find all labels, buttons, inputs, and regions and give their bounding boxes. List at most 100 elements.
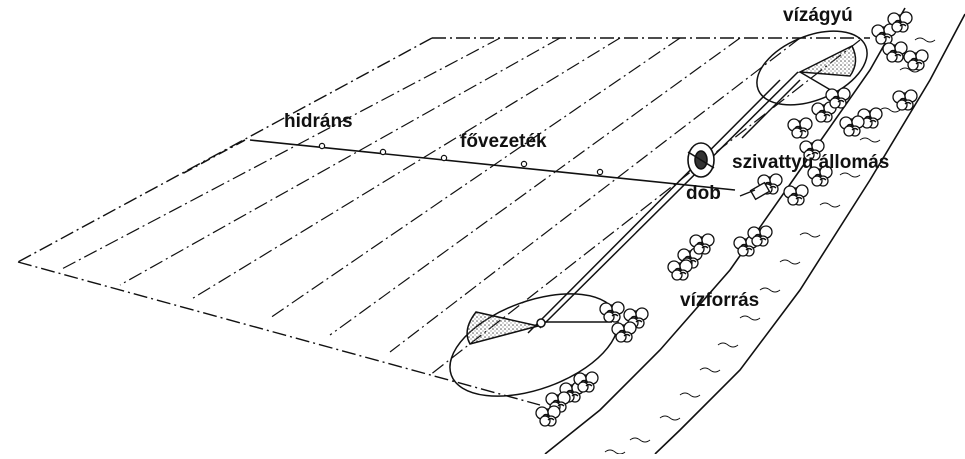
hydrant-marker [318,142,326,150]
bush-texture [806,147,819,155]
bush-texture [740,243,753,251]
bush-lobe [737,245,749,257]
bush-texture [790,192,803,200]
bush-texture [910,57,923,65]
hydrants [318,142,604,176]
bush-lobe [671,269,683,281]
bush-texture [878,31,891,39]
bush-texture [566,389,579,397]
bush-texture [832,95,845,103]
pump-station [739,181,771,201]
coverage-lower [449,293,619,397]
bush-texture [696,241,709,249]
bush-lobe [875,33,887,45]
bush [903,49,929,71]
bush [611,321,637,343]
river-ripple [759,287,781,293]
bush-lobe [751,235,763,247]
bush [535,405,561,427]
bush [882,41,908,63]
hydrant-marker [379,148,387,156]
strip-lane-line [59,37,501,271]
drum-reel [687,142,715,178]
coverage-sector-upper [797,44,857,77]
river-ripple [679,392,701,398]
strip-lanes [59,37,861,376]
label-pump-station: szivattyú állomás [732,152,890,173]
hose-line-upper [539,71,799,329]
bush-texture [864,115,877,123]
bush [667,259,693,281]
bush [747,225,773,247]
bush [825,87,851,109]
river-ripple [914,37,936,43]
main-pipe-line [249,139,736,191]
bushes [535,11,929,427]
bush-lobe [787,194,799,206]
bush-texture [794,125,807,133]
label-water-gun: vízágyú [783,5,853,26]
river-ripple [879,107,901,113]
bush-lobe [843,125,855,137]
bush-lobe [791,127,803,139]
river-ripple [899,67,921,73]
river-ripple [859,137,881,143]
bush [892,89,918,111]
strip-lane-line [119,37,561,286]
bush [599,301,625,323]
bush-lobe [907,59,919,71]
river-ripple [629,437,651,443]
pump-station-pipe [739,189,756,197]
bush-lobe [811,175,823,187]
bush [871,23,897,45]
bush-texture [542,413,555,421]
bush-texture [606,309,619,317]
bush-lobe [896,99,908,111]
bush-lobe [829,97,841,109]
label-drum: dob [686,183,721,204]
river-ripples [604,37,936,455]
bush-texture [894,19,907,27]
bush-lobe [615,331,627,343]
strip-lane-line [269,37,681,319]
gun-arm-upper [799,71,835,93]
bush [807,165,833,187]
coverage-sector-lower [466,311,539,345]
bush-texture [846,123,859,131]
bush-lobe [693,243,705,255]
bush-lobe [891,21,903,33]
river-ripple [779,259,801,265]
bush-lobe [539,415,551,427]
drum-spoke [687,151,715,169]
bush [783,184,809,206]
bush [811,101,837,123]
field-edge-bottom [17,261,541,406]
river-bank-left [544,7,906,455]
hydrant-marker [440,154,448,162]
main-pipe [179,139,736,191]
bush-texture [889,49,902,57]
bush [573,371,599,393]
bush-texture [618,329,631,337]
river-ripple [717,342,739,348]
bush [799,139,825,161]
main-pipe-left-stub [179,139,246,176]
bush-lobe [815,111,827,123]
bush [787,117,813,139]
bush-texture [814,173,827,181]
bush-lobe [603,311,615,323]
river-ripple [819,202,841,208]
strip-lane-line [189,37,621,301]
bush-texture [818,109,831,117]
bush [887,11,913,33]
bush-lobe [577,381,589,393]
hose-lanes [527,71,801,334]
bush-lobe [886,51,898,63]
label-water-source: vízforrás [680,290,760,311]
river [544,7,965,455]
bush-texture [630,315,643,323]
bush-texture [754,233,767,241]
bush-lobe [803,149,815,161]
coverage-upper [756,30,868,106]
